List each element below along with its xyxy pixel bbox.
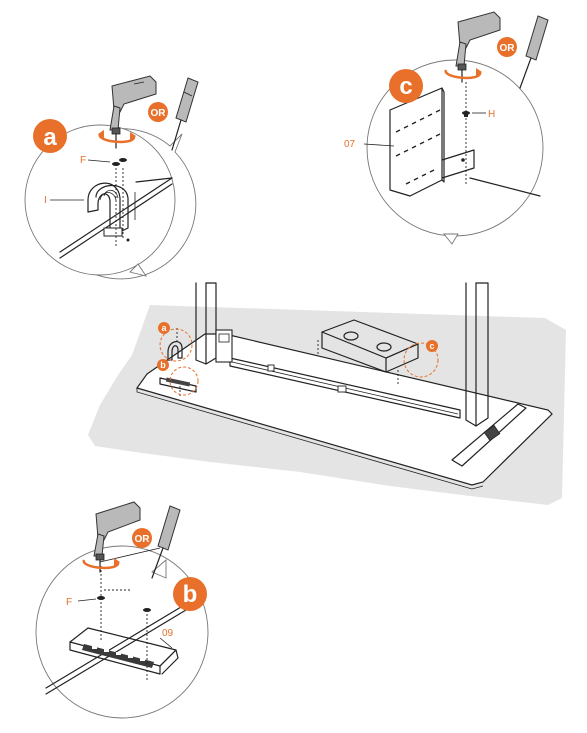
power-strip-main bbox=[159, 377, 197, 393]
power-drill-icon bbox=[455, 11, 501, 83]
screw-icon bbox=[97, 596, 151, 612]
power-strip bbox=[69, 627, 179, 675]
label-f-b: F bbox=[66, 597, 72, 608]
svg-text:c: c bbox=[399, 73, 412, 100]
rotation-arrow-icon bbox=[82, 558, 120, 570]
cable-hook bbox=[87, 182, 129, 237]
screwdriver-icon bbox=[519, 15, 549, 89]
svg-text:a: a bbox=[43, 124, 57, 151]
label-f-a: F bbox=[80, 155, 86, 166]
callout-a: F I OR a bbox=[24, 75, 199, 280]
main-desk-view: a b c bbox=[88, 282, 566, 505]
tray-bracket bbox=[389, 87, 475, 197]
or-badge-b: OR bbox=[132, 528, 152, 548]
marker-b: b bbox=[157, 359, 169, 371]
callout-b: F 09 OR b bbox=[35, 501, 209, 719]
screw-icon bbox=[112, 158, 127, 166]
screwdriver-icon bbox=[151, 505, 181, 579]
svg-text:a: a bbox=[161, 323, 167, 333]
or-badge-c: OR bbox=[497, 37, 517, 57]
marker-a: a bbox=[158, 322, 170, 334]
power-drill-icon bbox=[93, 501, 141, 573]
or-badge-a: OR bbox=[148, 102, 168, 122]
marker-b-circle bbox=[169, 366, 199, 396]
right-leg-column bbox=[465, 282, 477, 427]
svg-text:c: c bbox=[429, 341, 434, 351]
cable-hook-main bbox=[167, 341, 183, 361]
marker-c: c bbox=[426, 340, 438, 352]
left-leg-column bbox=[195, 282, 207, 365]
callout-c: H 07 OR c bbox=[344, 11, 549, 245]
svg-text:OR: OR bbox=[151, 108, 167, 119]
bracket-slots bbox=[395, 109, 441, 185]
svg-text:b: b bbox=[183, 581, 198, 608]
badge-b: b bbox=[173, 577, 207, 611]
desktop-board bbox=[136, 333, 553, 486]
svg-text:OR: OR bbox=[135, 534, 151, 545]
label-h: H bbox=[488, 109, 495, 120]
badge-a: a bbox=[33, 119, 67, 153]
screwdriver-icon bbox=[171, 77, 199, 151]
rotation-arrow-icon bbox=[98, 130, 136, 144]
svg-text:b: b bbox=[160, 360, 166, 370]
rotation-arrow-icon bbox=[444, 68, 482, 80]
marker-c-circle bbox=[403, 342, 439, 378]
screw-icon bbox=[462, 111, 470, 117]
right-leg-foot bbox=[451, 403, 527, 467]
power-drill-icon bbox=[109, 75, 157, 149]
cable-tray bbox=[317, 319, 419, 384]
badge-c: c bbox=[389, 69, 423, 103]
label-09: 09 bbox=[162, 628, 174, 639]
label-07: 07 bbox=[344, 139, 356, 150]
label-i: I bbox=[44, 195, 47, 206]
svg-text:OR: OR bbox=[500, 43, 516, 54]
marker-a-circle bbox=[159, 328, 193, 362]
crossbar bbox=[229, 357, 461, 419]
